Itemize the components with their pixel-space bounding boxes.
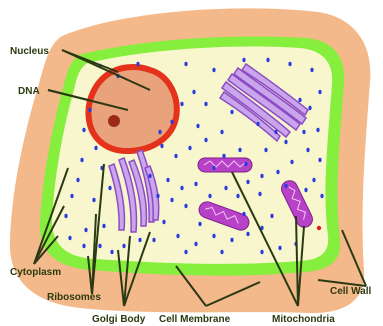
ribosome-dot [298, 98, 301, 102]
ribosome-dot [176, 234, 179, 238]
ribosome-dot [308, 106, 311, 110]
label-cytoplasm: Cytoplasm [10, 267, 61, 278]
ribosome-dot [256, 122, 259, 126]
ribosome-dot [166, 178, 169, 182]
ribosome-dot [174, 154, 177, 158]
ribosome-dot [158, 130, 161, 134]
ribosome-dot [238, 148, 241, 152]
ribosome-dot [242, 212, 245, 216]
ribosome-dot [220, 250, 223, 254]
label-ribosomes: Ribosomes [47, 292, 101, 303]
ribosome-dot [76, 178, 79, 182]
ribosome-dot [180, 102, 183, 106]
ribosome-dot [208, 194, 211, 198]
ribosome-dot [278, 246, 281, 250]
ribosome-dot [212, 234, 215, 238]
ribosome-dot [260, 174, 263, 178]
ribosome-dot [160, 144, 163, 148]
ribosome-dot [318, 158, 321, 162]
ribosome-dot [244, 162, 247, 166]
ribosome-dot [288, 62, 291, 66]
ribosome-dot [68, 236, 71, 240]
ribosome-dot [92, 198, 95, 202]
ribosome-dot [64, 214, 67, 218]
ribosome-dot [212, 68, 215, 72]
ribosome-dot [276, 170, 279, 174]
ribosome-dot [194, 242, 197, 246]
ribosome-dot [98, 244, 101, 248]
ribosome-dot [236, 194, 239, 198]
ribosome-dot [284, 184, 287, 188]
ribosome-dot [122, 244, 125, 248]
ribosome-dot [242, 58, 245, 62]
ribosome-dot [222, 154, 225, 158]
ribosome-dot [230, 238, 233, 242]
label-cell-membrane: Cell Membrane [159, 314, 231, 325]
ribosome-dot [82, 244, 85, 248]
ribosome-dot [204, 138, 207, 142]
ribosome-dot [246, 232, 249, 236]
ribosome-dot [102, 224, 105, 228]
ribosome-dot [184, 204, 187, 208]
ribosome-dot [260, 250, 263, 254]
ribosome-dot [290, 160, 293, 164]
label-golgi-body: Golgi Body [92, 314, 146, 325]
nucleolus [108, 115, 120, 127]
ribosome-dot [204, 102, 207, 106]
ribosome-dot [110, 250, 113, 254]
red-dot [317, 226, 321, 230]
mitochondrion [198, 158, 252, 172]
ribosome-dot [318, 90, 321, 94]
ribosome-dot [196, 124, 199, 128]
ribosome-dot [84, 228, 87, 232]
ribosome-dot [312, 178, 315, 182]
ribosome-dot [152, 238, 155, 242]
ribosome-dot [284, 140, 287, 144]
label-dna: DNA [18, 86, 40, 97]
ribosome-dot [82, 128, 85, 132]
label-mitochondria: Mitochondria [272, 314, 335, 325]
ribosome-dot [192, 90, 195, 94]
ribosome-dot [306, 148, 309, 152]
ribosome-dot [108, 186, 111, 190]
ribosome-dot [136, 62, 139, 66]
ribosome-dot [170, 198, 173, 202]
ribosome-dot [156, 194, 159, 198]
ribosome-dot [258, 192, 261, 196]
ribosome-dot [304, 188, 307, 192]
label-cell-wall: Cell Wall [330, 286, 372, 297]
ribosome-dot [148, 174, 151, 178]
ribosome-dot [80, 158, 83, 162]
ribosome-dot [138, 238, 141, 242]
ribosome-dot [220, 130, 223, 134]
ribosome-dot [212, 166, 215, 170]
ribosome-dot [270, 214, 273, 218]
ribosome-dot [88, 108, 91, 112]
ribosome-dot [184, 62, 187, 66]
ribosome-dot [184, 250, 187, 254]
ribosome-dot [70, 194, 73, 198]
ribosome-dot [274, 130, 277, 134]
ribosome-dot [180, 186, 183, 190]
nuclear-envelope [88, 67, 176, 151]
ribosome-dot [94, 146, 97, 150]
ribosome-dot [170, 120, 173, 124]
ribosome-dot [264, 148, 267, 152]
ribosome-dot [224, 186, 227, 190]
ribosome-dot [310, 68, 313, 72]
ribosome-dot [316, 128, 319, 132]
nucleus [88, 67, 176, 151]
ribosome-dot [266, 58, 269, 62]
ribosome-dot [302, 130, 305, 134]
ribosome-dot [246, 180, 249, 184]
cytoplasm [52, 47, 332, 264]
ribosome-dot [320, 194, 323, 198]
ribosome-dot [162, 220, 165, 224]
ribosome-dot [198, 222, 201, 226]
ribosome-dot [194, 182, 197, 186]
ribosome-dot [188, 146, 191, 150]
ribosome-dot [230, 110, 233, 114]
label-nucleus: Nucleus [10, 46, 49, 57]
